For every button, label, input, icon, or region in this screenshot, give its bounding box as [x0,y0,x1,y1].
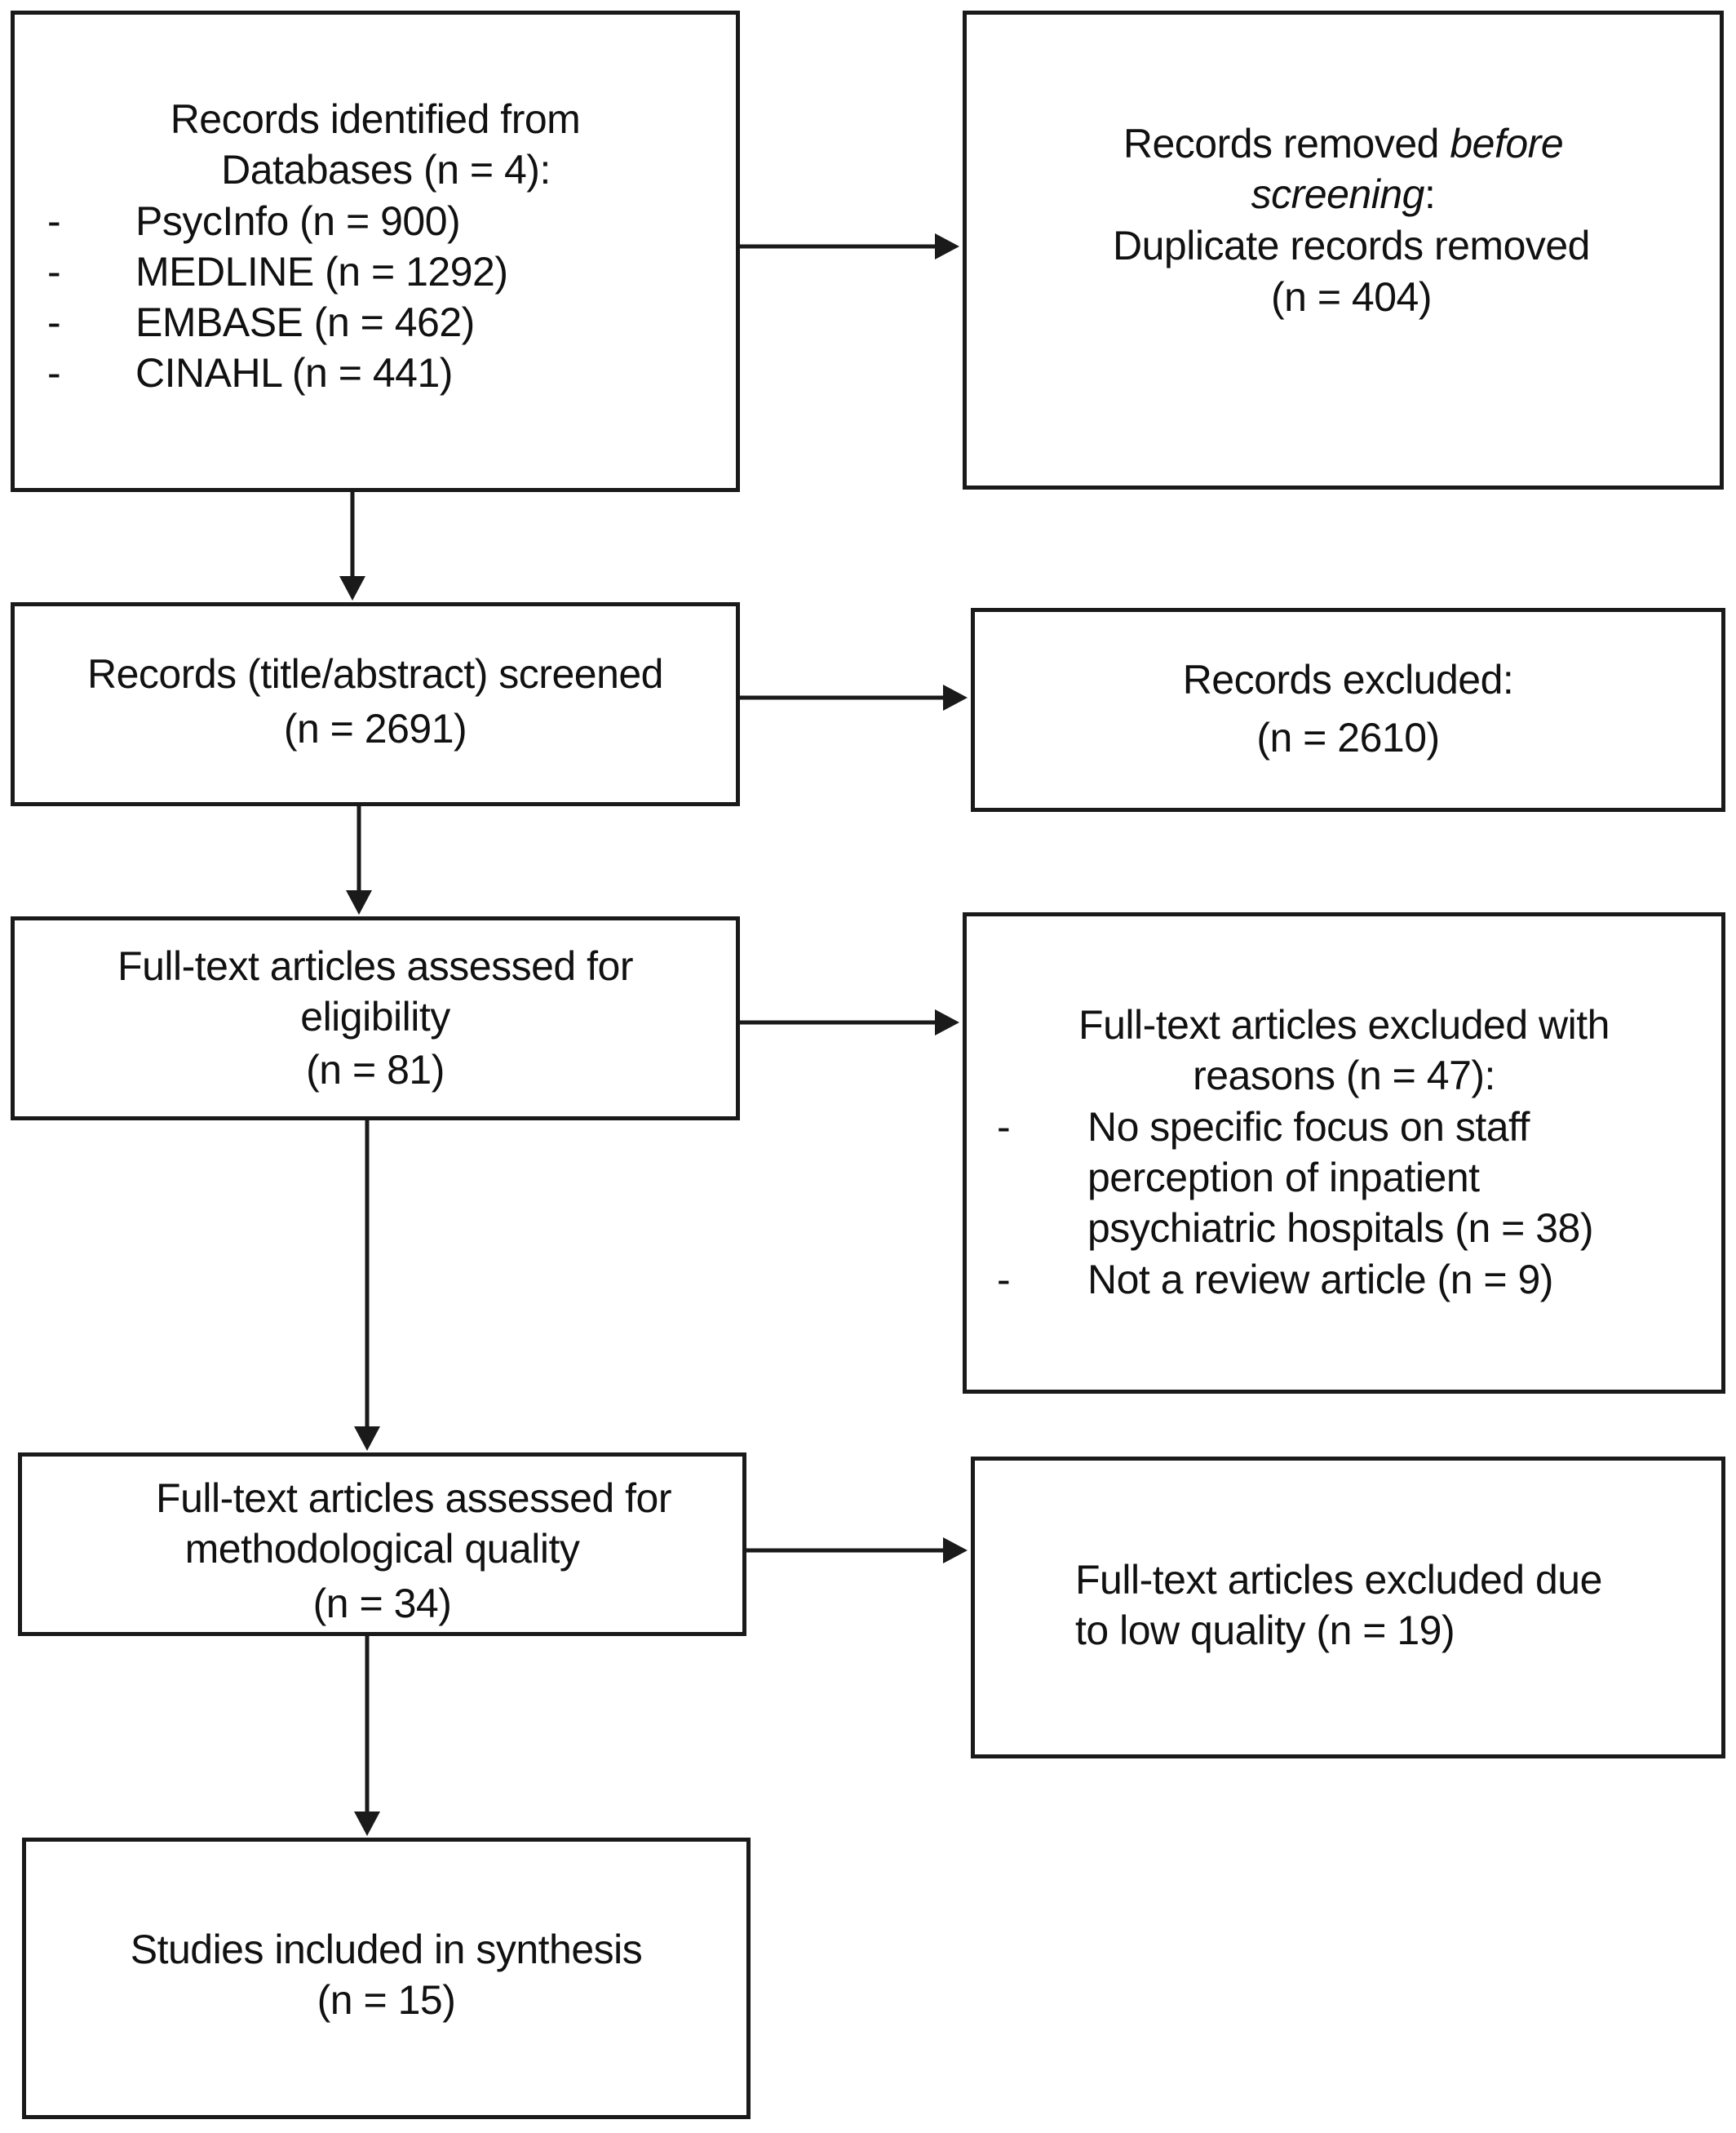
screened-box [11,602,740,806]
arrowhead [943,1537,968,1563]
arrowhead [339,576,365,601]
arrowhead [943,685,968,711]
eligibility-count: (n = 81) [306,1047,445,1093]
reason-1-line1: No specific focus on staff [1087,1104,1530,1150]
source-embase: EMBASE (n = 462) [135,299,475,345]
excluded-count: (n = 2610) [1256,715,1440,761]
source-medline: MEDLINE (n = 1292) [135,249,508,295]
removed-line1: Records removed before [1123,121,1564,166]
bullet-dash: - [47,299,61,345]
quality-excluded-line1: Full-text articles excluded due [1075,1557,1602,1603]
screened-line1: Records (title/abstract) screened [86,651,664,697]
quality-line1: Full-text articles assessed for [156,1475,671,1521]
screened-count: (n = 2691) [283,706,467,752]
bullet-dash: - [997,1257,1011,1302]
eligibility-excluded-line1: Full-text articles excluded with [1078,1002,1610,1048]
eligibility-line1: Full-text articles assessed for [117,943,633,989]
arrowhead [354,1811,380,1836]
reason-2: Not a review article (n = 9) [1087,1257,1553,1302]
identification-title-line1: Records identified from [170,96,581,142]
excluded-box [971,608,1725,812]
included-count: (n = 15) [317,1977,456,2023]
eligibility-excluded-box [963,912,1725,1394]
eligibility-line2: eligibility [300,994,450,1040]
quality-count: (n = 34) [312,1581,452,1626]
identification-title-line2: Databases (n = 4): [221,147,551,193]
eligibility-excluded-line2: reasons (n = 47): [1193,1053,1495,1098]
quality-excluded-line2: to low quality (n = 19) [1075,1608,1455,1653]
quality-box [18,1452,746,1636]
excluded-line1: Records excluded: [1182,657,1514,703]
arrowhead [354,1426,380,1451]
quality-excluded-box [971,1457,1725,1758]
bullet-dash: - [47,350,61,396]
eligibility-box [11,916,740,1120]
removed-box [963,11,1724,490]
removed-count: (n = 404) [1270,274,1433,320]
included-line1: Studies included in synthesis [130,1927,643,1972]
source-psycinfo: PsycInfo (n = 900) [135,198,461,244]
identification-box [11,11,740,492]
reason-1-line3: psychiatric hospitals (n = 38) [1087,1205,1594,1251]
bullet-dash: - [47,198,61,244]
bullet-dash: - [997,1104,1011,1150]
included-box [22,1838,751,2119]
removed-line2: screening: [1251,171,1436,217]
removed-line3: Duplicate records removed [1113,223,1591,268]
quality-line2: methodological quality [184,1526,580,1572]
arrowhead [935,233,959,259]
reason-1-line2: perception of inpatient [1087,1155,1480,1200]
source-cinahl: CINAHL (n = 441) [135,350,453,396]
arrowhead [935,1009,959,1035]
bullet-dash: - [47,249,61,295]
arrowhead [346,890,372,915]
